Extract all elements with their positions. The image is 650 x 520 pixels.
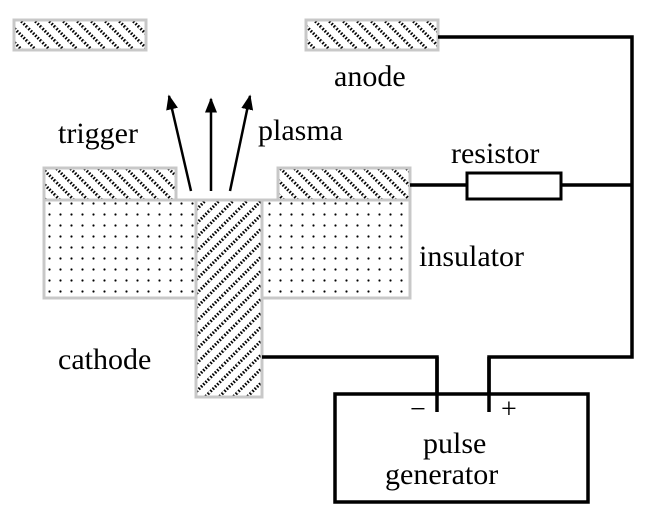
generator-label: generator: [385, 458, 498, 491]
trigger-electrode-left: [42, 166, 178, 202]
cathode-electrode: [194, 198, 264, 399]
insulator-right: [260, 198, 412, 300]
plasma-arrow-right: [228, 94, 254, 192]
plasma-label: plasma: [258, 114, 343, 147]
wire-anode-to-right-rail: [438, 35, 634, 396]
pulse-label: pulse: [423, 427, 486, 460]
anode-electrode: [304, 18, 440, 52]
cathode-label: cathode: [58, 343, 151, 376]
positive-terminal-label: +: [501, 394, 517, 425]
resistor-label: resistor: [451, 137, 539, 170]
anode-label: anode: [334, 60, 406, 93]
plasma-arrow-left: [166, 94, 193, 192]
trigger-label: trigger: [58, 117, 138, 150]
trigger-electrode-right: [276, 166, 412, 202]
wire-cathode-to-generator: [262, 355, 439, 396]
negative-terminal-label: −: [410, 394, 426, 425]
insulator-label: insulator: [419, 240, 524, 273]
resistor: [465, 171, 563, 201]
insulator-left: [42, 198, 198, 300]
pulse-generator-box: [333, 392, 590, 504]
top-left-electrode: [12, 18, 148, 52]
